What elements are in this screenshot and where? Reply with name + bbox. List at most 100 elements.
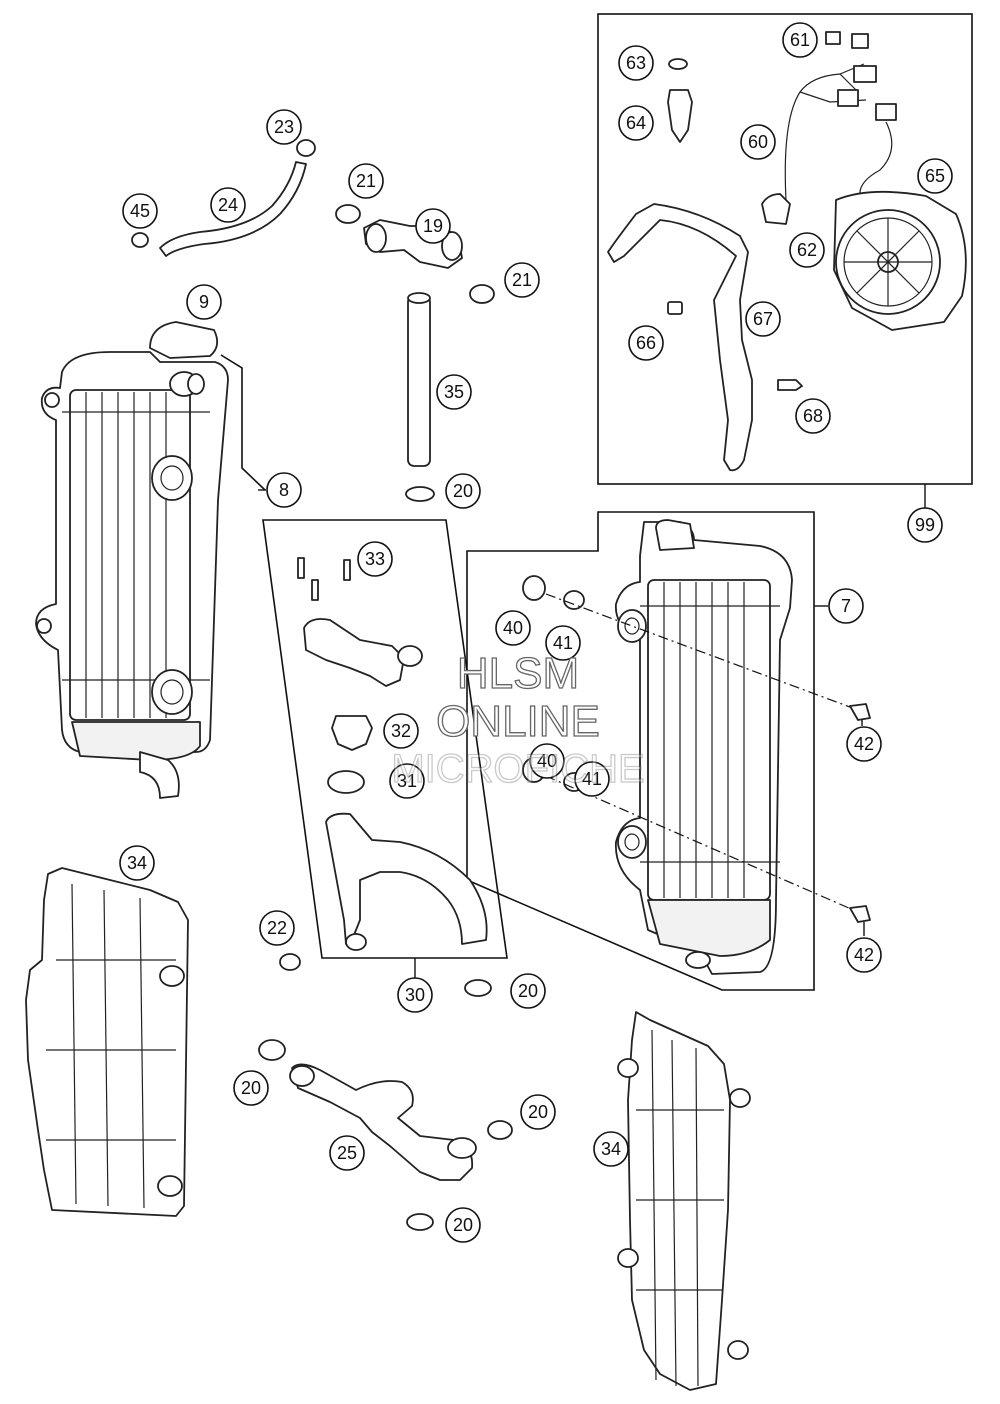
svg-text:68: 68	[803, 406, 823, 426]
cable-holder	[761, 193, 791, 225]
svg-text:41: 41	[582, 769, 602, 789]
harness-connector-b	[853, 65, 877, 83]
callout-32: 32	[383, 713, 419, 749]
left-radiator	[35, 321, 229, 799]
svg-text:7: 7	[841, 596, 851, 616]
svg-text:19: 19	[423, 216, 443, 236]
fuse	[825, 31, 841, 45]
callout-45: 45	[122, 193, 158, 229]
callout-67: 67	[745, 301, 781, 337]
svg-text:63: 63	[626, 53, 646, 73]
svg-text:61: 61	[790, 30, 810, 50]
fan-kit-frame	[597, 13, 973, 485]
callout-62: 62	[789, 232, 825, 268]
radiator-hose	[291, 1063, 474, 1181]
hose-clamp-23	[296, 139, 316, 157]
svg-text:42: 42	[854, 945, 874, 965]
hose-clamp-20-right	[487, 1120, 513, 1140]
callout-33: 33	[357, 541, 393, 577]
callout-19: 19	[415, 208, 451, 244]
svg-text:20: 20	[518, 981, 538, 1001]
fan-bracket	[607, 203, 753, 472]
hose-clamp-20-left	[258, 1039, 286, 1061]
svg-text:64: 64	[626, 113, 646, 133]
hose-clamp-45	[131, 232, 149, 248]
callout-20e: 20	[445, 1207, 481, 1243]
svg-text:22: 22	[267, 918, 287, 938]
svg-text:30: 30	[405, 985, 425, 1005]
mounting-axis-lower	[545, 775, 859, 913]
harness-connector-c	[837, 89, 859, 107]
mounting-screw-lower	[849, 905, 871, 923]
callout-99: 99	[907, 507, 943, 543]
fan-cable	[859, 121, 893, 201]
svg-text:31: 31	[397, 771, 417, 791]
thermostat	[331, 715, 373, 751]
right-radiator	[615, 519, 793, 975]
right-radiator-frame	[466, 511, 815, 991]
callout-7: 7	[828, 588, 864, 624]
svg-text:21: 21	[512, 270, 532, 290]
fan-screw	[667, 301, 683, 315]
callout-34a: 34	[119, 845, 155, 881]
svg-text:8: 8	[279, 480, 289, 500]
svg-text:45: 45	[130, 201, 150, 221]
thermostat-cover	[303, 618, 405, 687]
harness-connector-a	[851, 33, 869, 49]
wiring-harness	[769, 63, 867, 211]
callout-24: 24	[210, 187, 246, 223]
callout-64: 64	[618, 105, 654, 141]
callout-22: 22	[259, 910, 295, 946]
left-radiator-guard-ribs	[46, 883, 185, 1209]
svg-text:34: 34	[601, 1139, 621, 1159]
hose-clamp-20-bottom	[406, 1213, 434, 1231]
left-radiator-guard	[25, 867, 189, 1217]
mounting-screw-upper	[849, 703, 871, 721]
svg-text:24: 24	[218, 195, 238, 215]
svg-text:40: 40	[537, 751, 557, 771]
callout-20a: 20	[445, 473, 481, 509]
callout-65: 65	[917, 158, 953, 194]
svg-text:67: 67	[753, 309, 773, 329]
callout-41a: 41	[545, 625, 581, 661]
callout-8: 8	[266, 472, 302, 508]
svg-text:99: 99	[915, 515, 935, 535]
svg-text:62: 62	[797, 240, 817, 260]
watermark-line-2: ONLINE	[436, 697, 600, 746]
svg-text:25: 25	[337, 1143, 357, 1163]
callout-20b: 20	[510, 973, 546, 1009]
right-radiator-guard-ribs	[617, 1029, 751, 1387]
hose-clamp-22	[279, 953, 301, 971]
mounting-axis-upper	[545, 593, 859, 711]
svg-text:20: 20	[453, 1215, 473, 1235]
callout-42a: 42	[846, 726, 882, 762]
thermostat-group-frame	[262, 519, 508, 959]
callout-35: 35	[436, 374, 472, 410]
hose-clamp-20-mid	[464, 979, 492, 997]
thermo-switch	[667, 89, 693, 143]
callout-42b: 42	[846, 937, 882, 973]
callout-60: 60	[740, 124, 776, 160]
hose-clamp-20-pipe	[405, 486, 435, 502]
svg-text:32: 32	[391, 721, 411, 741]
callout-21b: 21	[504, 262, 540, 298]
svg-text:42: 42	[854, 734, 874, 754]
callout-66: 66	[628, 325, 664, 361]
callout-61: 61	[782, 22, 818, 58]
callout-30: 30	[397, 977, 433, 1013]
callout-20d: 20	[520, 1094, 556, 1130]
fan-pin	[777, 379, 803, 391]
svg-text:40: 40	[503, 618, 523, 638]
svg-text:35: 35	[444, 382, 464, 402]
svg-text:60: 60	[748, 132, 768, 152]
hose-clamp-21-right	[469, 284, 495, 304]
svg-text:66: 66	[636, 333, 656, 353]
cooling-fan	[833, 190, 967, 331]
svg-text:65: 65	[925, 166, 945, 186]
sealing-ring	[668, 58, 688, 70]
callout-40a: 40	[495, 610, 531, 646]
thermostat-screws	[297, 557, 351, 601]
callout-23: 23	[266, 109, 302, 145]
watermark-line-1: HLSM	[457, 649, 579, 698]
